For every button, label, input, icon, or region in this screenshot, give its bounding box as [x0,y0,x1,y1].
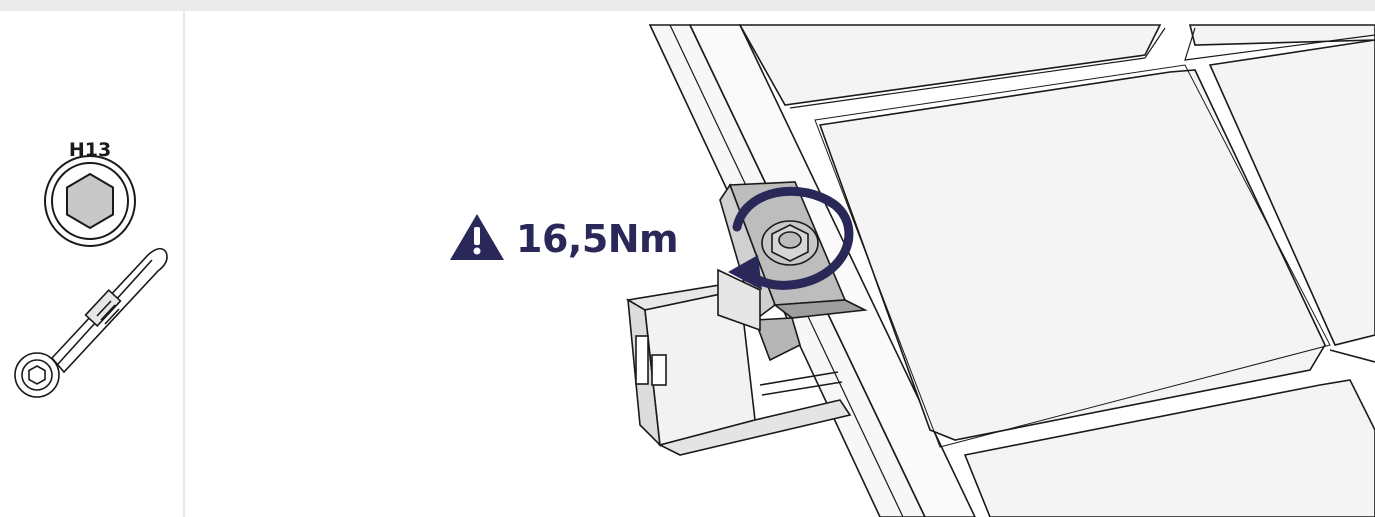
wrench-icon [14,247,168,398]
connector-housing [625,284,852,456]
clockwise-arrow-icon [728,186,854,290]
torque-instruction: 16,5Nm [450,214,679,264]
hex-socket-icon [44,155,136,247]
torque-value: 16,5Nm [516,217,679,261]
solar-panels [738,24,1375,517]
tool-size-label: H13 [68,139,112,161]
tool-panel: H13 [0,11,183,517]
bolt [761,220,819,266]
top-bar [0,0,1375,11]
sidebar-divider [183,11,185,517]
warning-triangle-icon [450,214,504,260]
